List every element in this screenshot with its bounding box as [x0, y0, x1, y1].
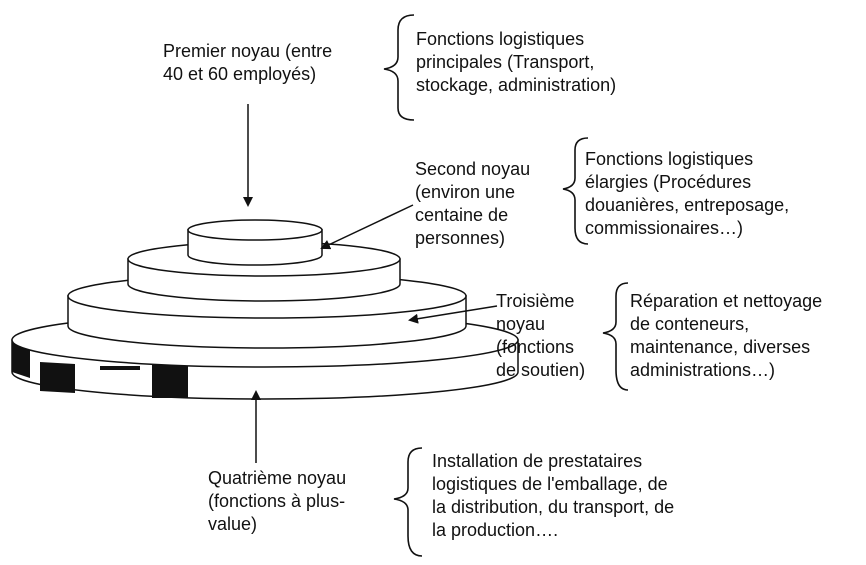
core-4-label: Quatrième noyau (fonctions à plus- value… [208, 468, 347, 534]
core-4-description: Installation de prestataires logistiques… [432, 451, 675, 540]
core-2-label: Second noyau (environ une centaine de pe… [415, 159, 531, 248]
core-1-label: Premier noyau (entre 40 et 60 employés) [163, 41, 333, 84]
arrow-core-2 [320, 204, 414, 250]
brace-core-1 [383, 14, 415, 121]
core-3-label: Troisième noyau (fonctions de soutien) [496, 291, 586, 380]
arrow-core-3 [408, 305, 498, 324]
core-2-description: Fonctions logistiques élargies (Procédur… [585, 149, 790, 238]
brace-core-2 [562, 137, 589, 245]
core-3-description: Réparation et nettoyage de conteneurs, m… [630, 291, 823, 380]
core-1-description: Fonctions logistiques principales (Trans… [416, 29, 617, 95]
brace-core-4 [393, 447, 423, 557]
brace-core-3 [602, 282, 629, 391]
core-1-disc [187, 219, 323, 266]
